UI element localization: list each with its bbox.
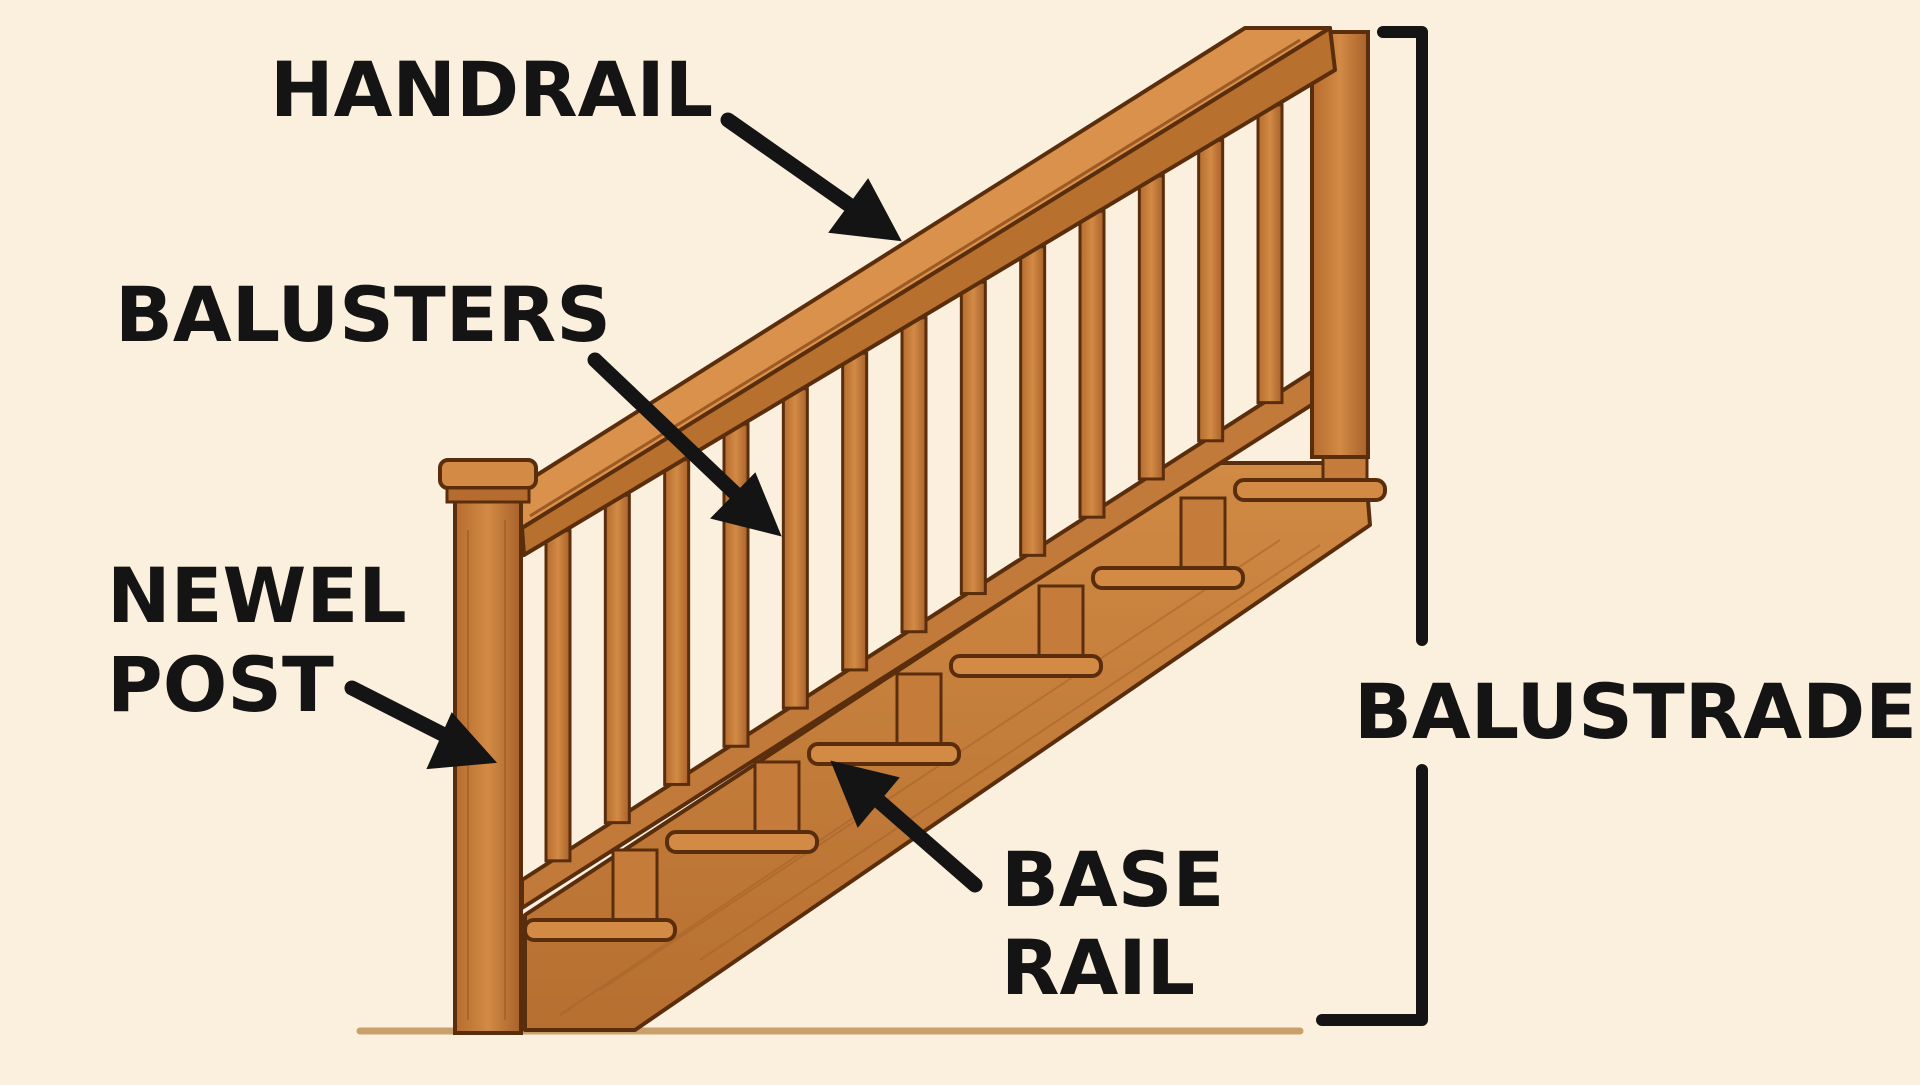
balustrade-bracket bbox=[1316, 26, 1428, 1026]
baluster bbox=[663, 458, 691, 786]
stair-tread bbox=[523, 918, 677, 942]
label-base-rail-line1: BASE bbox=[1001, 835, 1224, 924]
baluster bbox=[544, 529, 572, 863]
stair-riser bbox=[895, 672, 943, 754]
baluster bbox=[603, 493, 631, 825]
baluster bbox=[1137, 174, 1165, 481]
stair-riser bbox=[1037, 584, 1085, 666]
handrail-front-face bbox=[520, 26, 1337, 557]
baluster bbox=[841, 351, 869, 672]
newel-post-arrowhead bbox=[426, 712, 498, 770]
handrail-arrow bbox=[720, 112, 870, 222]
base-rail-arrowhead bbox=[830, 760, 900, 828]
label-balustrade: BALUSTRADE bbox=[1354, 667, 1917, 756]
stair-tread bbox=[807, 742, 961, 766]
balusters-arrow bbox=[587, 352, 748, 506]
label-newel-post-line2: POST bbox=[107, 640, 334, 729]
handrail-groove bbox=[529, 38, 1301, 518]
label-handrail: HANDRAIL bbox=[270, 45, 713, 134]
stair-tread bbox=[1091, 566, 1245, 590]
stair-tread bbox=[1233, 478, 1387, 502]
baluster bbox=[900, 316, 928, 634]
baluster bbox=[959, 280, 987, 596]
balusters-arrowhead bbox=[710, 472, 782, 537]
baluster bbox=[781, 387, 809, 710]
arrows bbox=[344, 112, 983, 893]
baluster bbox=[722, 422, 750, 748]
baluster bbox=[1078, 209, 1106, 519]
handrail-arrowhead bbox=[828, 178, 902, 242]
label-newel-post-line1: NEWEL bbox=[107, 551, 407, 640]
label-base-rail-line2: RAIL bbox=[1001, 923, 1195, 1012]
newel-post-arrow bbox=[344, 680, 466, 750]
baluster bbox=[1256, 103, 1284, 405]
stair-riser bbox=[753, 760, 801, 842]
top-post bbox=[1310, 30, 1370, 459]
stair-riser bbox=[611, 848, 659, 930]
label-balusters: BALUSTERS bbox=[115, 270, 611, 359]
base-rail-arrow bbox=[864, 787, 983, 893]
stair-tread bbox=[665, 830, 819, 854]
stair-tread bbox=[949, 654, 1103, 678]
stair-riser bbox=[1179, 496, 1227, 578]
baluster bbox=[1197, 138, 1225, 443]
baluster bbox=[1019, 245, 1047, 557]
